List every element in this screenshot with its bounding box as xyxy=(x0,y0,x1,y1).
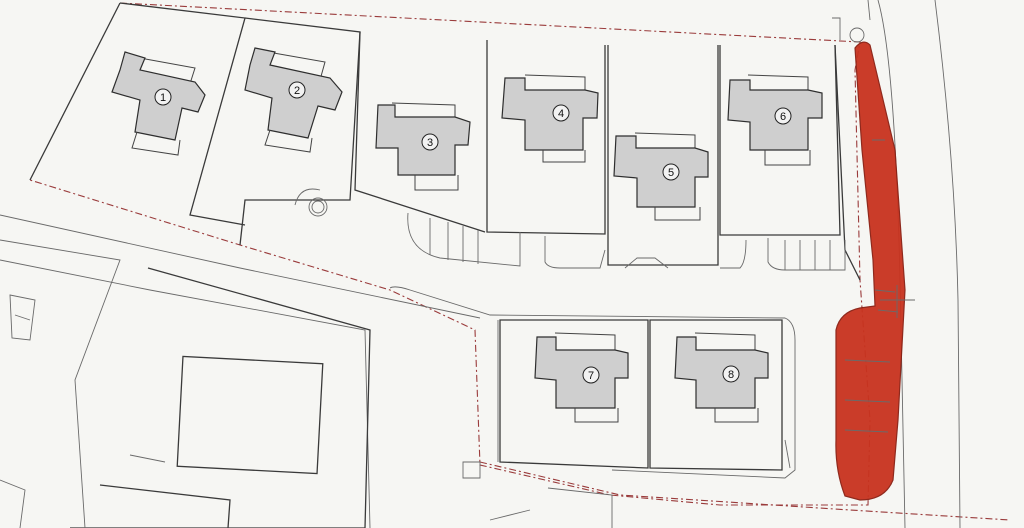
highlighted-strip xyxy=(835,41,906,501)
plot-number-ring xyxy=(421,133,439,151)
plot-number-circle: 1 xyxy=(154,88,172,106)
plot-number-ring xyxy=(288,81,306,99)
plot-number-label: 4 xyxy=(558,108,564,120)
plot-number-label: 6 xyxy=(780,111,786,123)
plot-number-ring xyxy=(582,366,600,384)
strip-markings xyxy=(844,139,899,433)
plot-number-ring xyxy=(774,107,792,125)
plot-number-label: 3 xyxy=(427,137,433,149)
plot-number-ring xyxy=(722,365,740,383)
plot-number-label: 7 xyxy=(588,370,594,382)
house-plot-7 xyxy=(534,332,629,423)
plot-number-circle: 7 xyxy=(582,366,600,384)
bin-store xyxy=(462,461,481,479)
south-boundary xyxy=(479,461,1011,521)
plot-number-circle: 6 xyxy=(774,107,792,125)
plot-number-ring xyxy=(552,104,570,122)
north-arrow-mark xyxy=(849,27,865,43)
plot-number-ring xyxy=(154,88,172,106)
plot-number-label: 2 xyxy=(294,85,300,97)
plot-number-circle: 3 xyxy=(421,133,439,151)
plot-labels: 1 2 3 4 5 6 7 8 xyxy=(154,81,792,384)
south-wall xyxy=(489,487,613,528)
plot-number-label: 5 xyxy=(668,167,674,179)
house-plot-4 xyxy=(501,74,599,163)
north-tick xyxy=(832,17,841,40)
house-plot-8 xyxy=(674,332,769,423)
plot-number-circle: 4 xyxy=(552,104,570,122)
plot-number-label: 1 xyxy=(160,92,166,104)
access-road xyxy=(0,214,796,528)
west-buildings xyxy=(0,239,371,528)
plot-number-circle: 8 xyxy=(722,365,740,383)
house-plot-2 xyxy=(244,47,343,153)
plot-number-circle: 2 xyxy=(288,81,306,99)
upper-driveways xyxy=(407,212,846,271)
house-plot-5 xyxy=(613,132,709,221)
lower-plot-lines xyxy=(499,319,783,471)
tree-circle-icon xyxy=(294,188,328,217)
plot-number-ring xyxy=(662,163,680,181)
house-plot-6 xyxy=(727,74,823,166)
plot-number-circle: 5 xyxy=(662,163,680,181)
site-boundary xyxy=(29,2,871,506)
plot-number-label: 8 xyxy=(728,369,734,381)
